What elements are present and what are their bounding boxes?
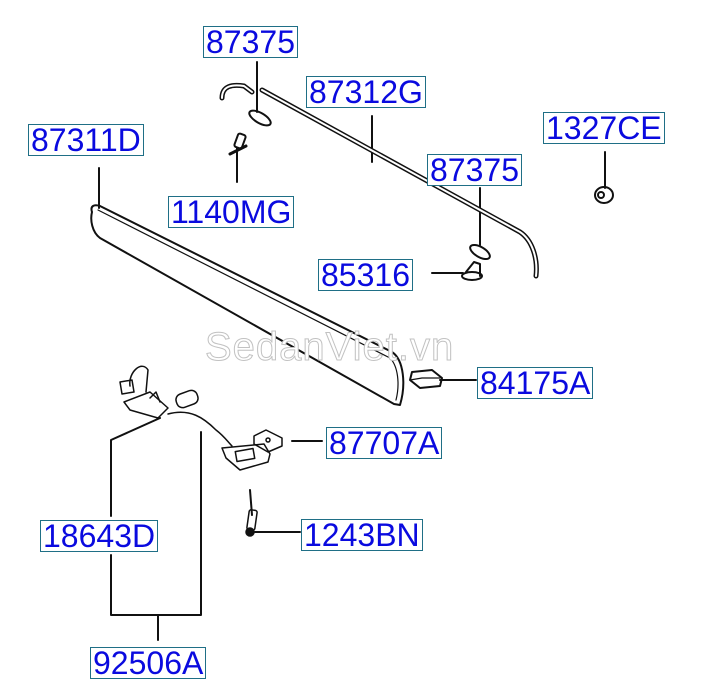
part-label-18643D[interactable]: 18643D xyxy=(40,520,159,552)
watermark: SedanViet.vn xyxy=(204,325,455,370)
part-label-1327CE[interactable]: 1327CE xyxy=(543,112,665,144)
screw-shape xyxy=(228,132,248,161)
tapping-screw-shape xyxy=(245,509,258,537)
part-label-85316[interactable]: 85316 xyxy=(318,259,413,291)
garnish-shape xyxy=(90,204,405,406)
clip-nut-shape xyxy=(253,429,283,453)
part-label-87375-top[interactable]: 87375 xyxy=(203,26,298,58)
nut-shape xyxy=(594,186,614,204)
part-label-87375-right[interactable]: 87375 xyxy=(427,154,522,186)
clip-shape xyxy=(248,109,272,127)
part-label-87707A[interactable]: 87707A xyxy=(326,427,443,459)
part-label-87312G[interactable]: 87312G xyxy=(306,76,426,108)
fastener-shape xyxy=(461,261,483,281)
part-label-92506A[interactable]: 92506A xyxy=(90,647,207,679)
part-label-1243BN[interactable]: 1243BN xyxy=(301,519,423,551)
part-label-87311D[interactable]: 87311D xyxy=(28,124,144,156)
part-label-84175A[interactable]: 84175A xyxy=(477,367,594,399)
moulding-strip-shape xyxy=(219,82,539,279)
lamp-assembly-shape xyxy=(119,365,271,471)
pad-shape xyxy=(409,369,443,389)
part-label-1140MG[interactable]: 1140MG xyxy=(168,196,295,228)
clip-shape xyxy=(469,244,491,260)
leader-lines xyxy=(98,61,606,641)
